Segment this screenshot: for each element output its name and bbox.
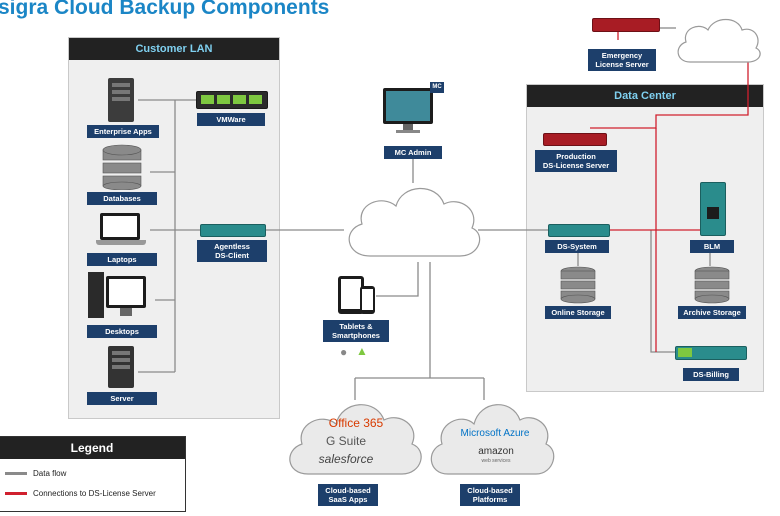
desktop-icon bbox=[88, 272, 150, 320]
server-icon bbox=[108, 346, 134, 388]
amazon-logo: amazon bbox=[478, 446, 514, 457]
data-center-panel: Data Center bbox=[526, 84, 764, 392]
legend-data-flow-text: Data flow bbox=[33, 469, 67, 478]
vmware-label: VMWare bbox=[197, 113, 265, 126]
server-label: Server bbox=[87, 392, 157, 405]
tablets-label-line2: Smartphones bbox=[332, 331, 380, 340]
legend-data-flow-row: Data flow bbox=[5, 469, 66, 478]
tablet-icon bbox=[338, 276, 364, 314]
apple-icon: ● bbox=[340, 345, 348, 359]
platforms-label-line1: Cloud-based bbox=[467, 486, 513, 495]
ds-billing-label: DS-Billing bbox=[683, 368, 739, 381]
agentless-ds-client-icon bbox=[200, 224, 266, 237]
laptop-icon bbox=[96, 213, 146, 247]
page-title: sigra Cloud Backup Components bbox=[0, 0, 330, 19]
production-license-server-label: Production DS-License Server bbox=[535, 150, 617, 172]
legend-license-row: Connections to DS-License Server bbox=[5, 489, 156, 498]
emergency-cloud-icon bbox=[677, 18, 761, 63]
microsoft-azure-logo: Microsoft Azure bbox=[460, 428, 530, 439]
tablets-label-line1: Tablets & bbox=[339, 322, 373, 331]
enterprise-apps-server-icon bbox=[108, 78, 134, 122]
archive-storage-icon bbox=[694, 266, 730, 304]
agentless-label-line1: Agentless bbox=[214, 242, 250, 251]
mc-admin-label: MC Admin bbox=[384, 146, 442, 159]
ds-billing-server-icon bbox=[675, 346, 747, 360]
saas-label-line2: SaaS Apps bbox=[328, 495, 368, 504]
laptops-label: Laptops bbox=[87, 253, 157, 266]
aws-sub-logo: web services bbox=[481, 458, 511, 464]
agentless-label-line2: DS-Client bbox=[215, 251, 249, 260]
saas-apps-label: Cloud-based SaaS Apps bbox=[318, 484, 378, 506]
emergency-license-server-icon bbox=[592, 18, 660, 32]
blm-server-icon bbox=[700, 182, 726, 236]
emergency-license-server-label: Emergency License Server bbox=[588, 49, 656, 71]
legend-box: Legend Data flow Connections to DS-Licen… bbox=[0, 436, 186, 512]
production-label-line1: Production bbox=[556, 152, 596, 161]
gsuite-logo: G Suite bbox=[325, 434, 367, 448]
license-swatch bbox=[5, 492, 27, 496]
desktops-label: Desktops bbox=[87, 325, 157, 338]
salesforce-logo: salesforce bbox=[318, 452, 374, 466]
ds-system-label: DS-System bbox=[545, 240, 609, 253]
legend-title: Legend bbox=[0, 437, 185, 459]
data-center-title: Data Center bbox=[527, 85, 763, 107]
saas-cloud-icon bbox=[289, 404, 422, 475]
customer-lan-title: Customer LAN bbox=[69, 38, 279, 60]
enterprise-apps-label: Enterprise Apps bbox=[87, 125, 159, 138]
office365-logo: Office 365 bbox=[328, 416, 384, 430]
archive-storage-label: Archive Storage bbox=[678, 306, 746, 319]
online-storage-label: Online Storage bbox=[545, 306, 611, 319]
online-storage-icon bbox=[560, 266, 596, 304]
ds-system-server-icon bbox=[548, 224, 610, 237]
smartphone-icon bbox=[360, 286, 375, 314]
emergency-label-line1: Emergency bbox=[601, 51, 643, 60]
saas-label-line1: Cloud-based bbox=[325, 486, 371, 495]
production-label-line2: DS-License Server bbox=[542, 161, 610, 170]
vmware-host-icon bbox=[196, 91, 268, 109]
mc-badge: MC bbox=[430, 82, 444, 93]
data-flow-swatch bbox=[5, 472, 27, 476]
emergency-label-line2: License Server bbox=[595, 60, 649, 69]
internet-cloud-icon bbox=[348, 187, 481, 257]
android-icon: ▲ bbox=[356, 344, 368, 358]
production-license-server-icon bbox=[543, 133, 607, 146]
platforms-cloud-icon bbox=[430, 404, 555, 475]
databases-label: Databases bbox=[87, 192, 157, 205]
mc-admin-monitor-icon bbox=[383, 88, 435, 136]
agentless-ds-client-label: Agentless DS-Client bbox=[197, 240, 267, 262]
platforms-label-line2: Platforms bbox=[472, 495, 508, 504]
database-icon bbox=[102, 144, 142, 190]
legend-license-text: Connections to DS-License Server bbox=[33, 489, 156, 498]
tablets-smartphones-label: Tablets & Smartphones bbox=[323, 320, 389, 342]
blm-label: BLM bbox=[690, 240, 734, 253]
platforms-label: Cloud-based Platforms bbox=[460, 484, 520, 506]
